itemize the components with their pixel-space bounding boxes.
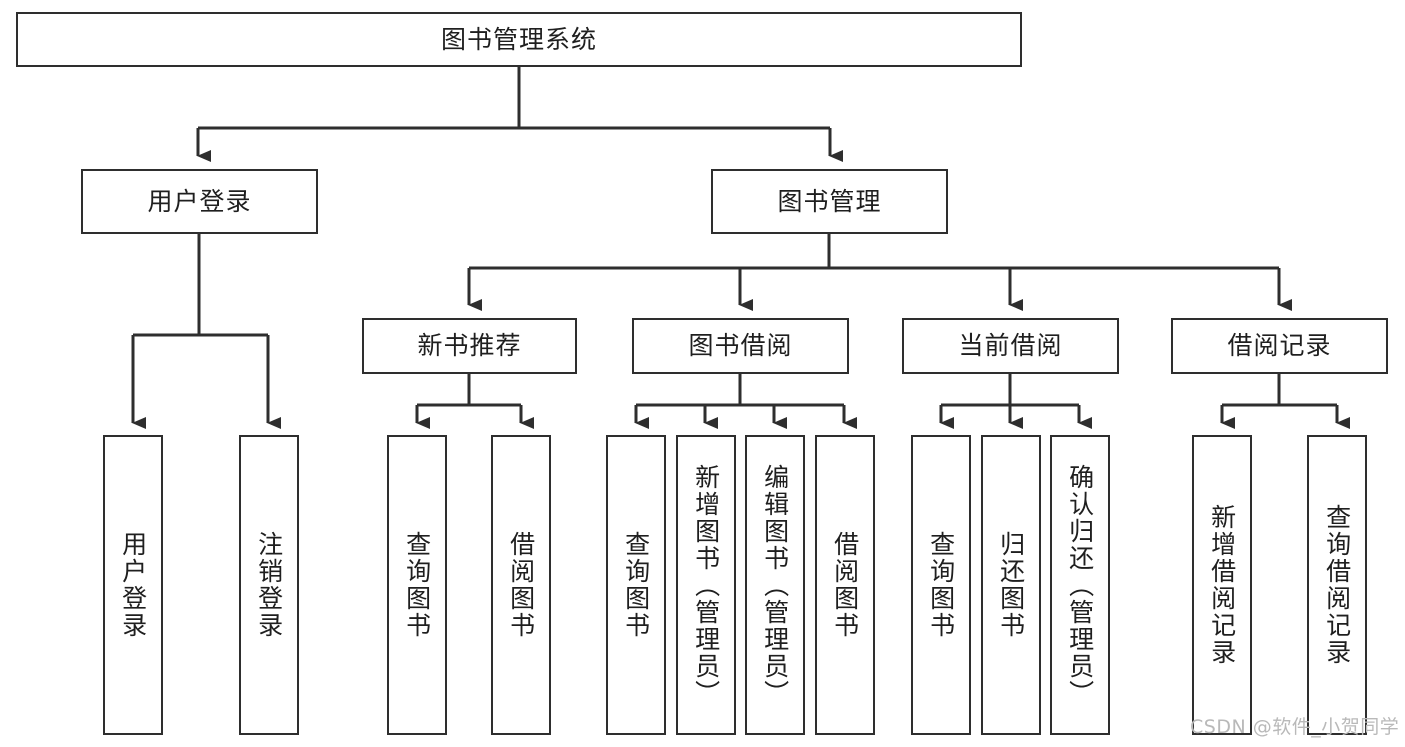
node-leaf-query-book-borrow[interactable]: 查询图书 [606, 435, 666, 735]
node-label: 借阅图书 [830, 531, 860, 639]
node-label: 新增图书（管理员） [691, 463, 721, 707]
node-label: 图书管理 [777, 186, 882, 216]
node-leaf-edit-book-admin[interactable]: 编辑图书（管理员） [745, 435, 805, 735]
node-new-book-recommendation[interactable]: 新书推荐 [362, 318, 577, 374]
watermark-text: CSDN @软件_小贺同学 [1190, 716, 1400, 738]
node-leaf-borrow-book-borrow[interactable]: 借阅图书 [815, 435, 875, 735]
node-root-book-management-system[interactable]: 图书管理系统 [16, 12, 1022, 67]
node-label: 归还图书 [996, 531, 1026, 639]
node-label: 图书借阅 [688, 331, 793, 360]
node-label: 查询图书 [926, 531, 956, 639]
node-label: 借阅图书 [506, 531, 536, 639]
node-book-management[interactable]: 图书管理 [711, 169, 948, 234]
node-leaf-logout[interactable]: 注销登录 [239, 435, 299, 735]
node-leaf-query-borrow-record[interactable]: 查询借阅记录 [1307, 435, 1367, 735]
node-label: 查询图书 [621, 531, 651, 639]
node-leaf-borrow-book-newbook[interactable]: 借阅图书 [491, 435, 551, 735]
node-label: 注销登录 [254, 531, 284, 639]
node-label: 用户登录 [147, 186, 252, 216]
node-label: 新增借阅记录 [1207, 504, 1237, 666]
node-user-login[interactable]: 用户登录 [81, 169, 318, 234]
node-label: 借阅记录 [1227, 331, 1332, 360]
node-leaf-confirm-return-admin[interactable]: 确认归还（管理员） [1050, 435, 1110, 735]
node-borrowing-record[interactable]: 借阅记录 [1171, 318, 1388, 374]
node-current-borrowing[interactable]: 当前借阅 [902, 318, 1119, 374]
node-leaf-query-book-newbook[interactable]: 查询图书 [387, 435, 447, 735]
node-leaf-query-book-current[interactable]: 查询图书 [911, 435, 971, 735]
node-label: 编辑图书（管理员） [760, 463, 790, 707]
node-leaf-return-book[interactable]: 归还图书 [981, 435, 1041, 735]
node-label: 当前借阅 [958, 331, 1063, 360]
node-leaf-user-login[interactable]: 用户登录 [103, 435, 163, 735]
node-label: 查询图书 [402, 531, 432, 639]
node-label: 查询借阅记录 [1322, 504, 1352, 666]
node-label: 用户登录 [118, 531, 148, 639]
node-leaf-add-borrow-record[interactable]: 新增借阅记录 [1192, 435, 1252, 735]
node-label: 新书推荐 [417, 331, 522, 360]
node-label: 确认归还（管理员） [1065, 463, 1095, 707]
node-book-borrowing[interactable]: 图书借阅 [632, 318, 849, 374]
node-label: 图书管理系统 [440, 24, 597, 54]
node-leaf-add-book-admin[interactable]: 新增图书（管理员） [676, 435, 736, 735]
